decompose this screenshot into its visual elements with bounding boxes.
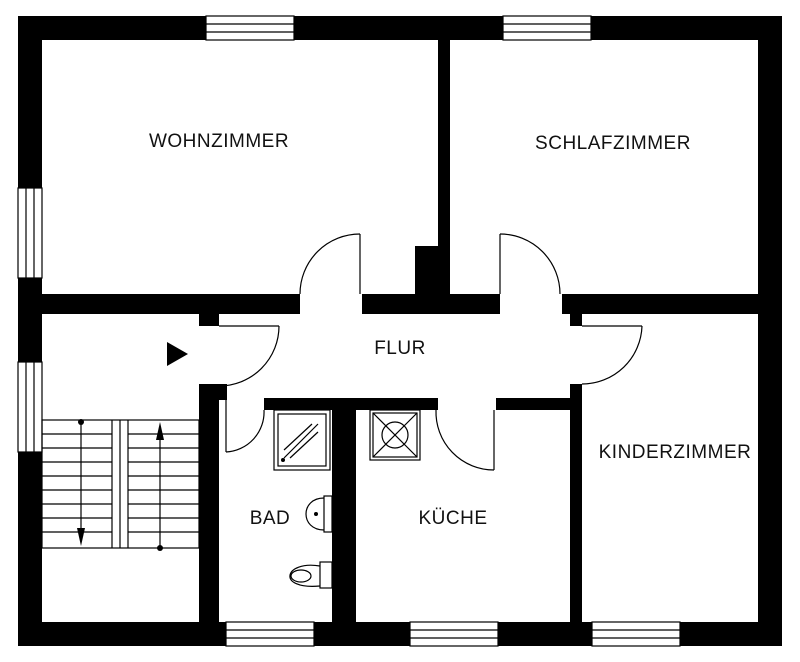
windows xyxy=(17,15,681,647)
staircase xyxy=(41,419,200,551)
stair-down-arrow-icon xyxy=(77,419,85,546)
door-entrance xyxy=(218,325,280,387)
interior-walls xyxy=(42,40,758,622)
entrance-triangle-icon xyxy=(167,342,188,366)
sink-icon xyxy=(305,495,333,533)
label-kinderzimmer: KINDERZIMMER xyxy=(599,442,752,463)
label-schlafzimmer: SCHLAFZIMMER xyxy=(535,133,691,154)
window-kinderzimmer xyxy=(591,621,681,647)
label-kueche: KÜCHE xyxy=(418,508,487,529)
label-bad: BAD xyxy=(250,508,291,529)
door-wohnzimmer xyxy=(299,233,361,295)
stair-up-arrow-icon xyxy=(156,422,164,551)
room-labels: WOHNZIMMER SCHLAFZIMMER FLUR BAD KÜCHE K… xyxy=(149,131,751,529)
label-flur: FLUR xyxy=(374,338,426,359)
label-wohnzimmer: WOHNZIMMER xyxy=(149,131,289,152)
door-kinderzimmer xyxy=(581,325,643,385)
window-left-lower xyxy=(17,361,43,453)
toilet-icon xyxy=(289,561,333,589)
window-bad xyxy=(225,621,315,647)
outer-walls xyxy=(18,16,782,646)
window-wohnzimmer xyxy=(205,15,295,41)
window-schlafzimmer xyxy=(502,15,592,41)
stove-icon xyxy=(369,409,421,461)
door-kueche xyxy=(435,409,495,471)
window-left-upper xyxy=(17,187,43,279)
doors xyxy=(218,233,643,471)
door-schlafzimmer xyxy=(499,233,561,295)
shower-icon xyxy=(273,409,331,471)
window-kueche xyxy=(409,621,499,647)
door-bad xyxy=(225,400,265,453)
